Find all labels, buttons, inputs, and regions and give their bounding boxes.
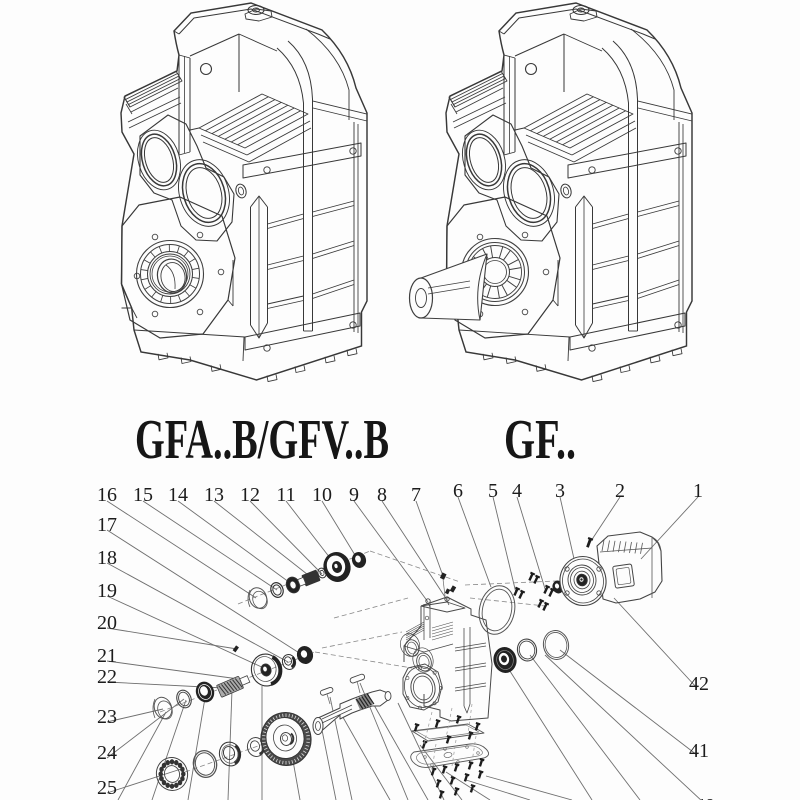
svg-text:7: 7: [411, 484, 421, 506]
svg-text:16: 16: [97, 484, 117, 506]
svg-text:GF..: GF..: [504, 409, 576, 471]
svg-text:23: 23: [97, 706, 117, 728]
svg-text:22: 22: [97, 666, 117, 688]
svg-text:17: 17: [97, 514, 117, 536]
svg-text:14: 14: [168, 484, 188, 506]
svg-text:15: 15: [133, 484, 153, 506]
svg-text:41: 41: [689, 740, 709, 762]
svg-text:19: 19: [97, 580, 117, 602]
svg-text:20: 20: [97, 612, 117, 634]
svg-text:2: 2: [615, 480, 625, 502]
svg-text:10: 10: [312, 484, 332, 506]
svg-text:9: 9: [349, 484, 359, 506]
svg-text:25: 25: [97, 777, 117, 799]
svg-text:18: 18: [97, 547, 117, 569]
svg-text:12: 12: [240, 484, 260, 506]
svg-text:24: 24: [97, 742, 117, 764]
svg-text:8: 8: [377, 484, 387, 506]
svg-text:4: 4: [512, 480, 522, 502]
svg-text:13: 13: [204, 484, 224, 506]
svg-text:1: 1: [693, 480, 703, 502]
svg-text:3: 3: [555, 480, 565, 502]
svg-text:21: 21: [97, 645, 117, 667]
svg-text:42: 42: [689, 673, 709, 695]
svg-text:GFA..B/GFV..B: GFA..B/GFV..B: [135, 409, 389, 471]
svg-text:6: 6: [453, 480, 463, 502]
svg-text:11: 11: [276, 484, 295, 506]
svg-text:40: 40: [695, 795, 715, 800]
svg-text:5: 5: [488, 480, 498, 502]
